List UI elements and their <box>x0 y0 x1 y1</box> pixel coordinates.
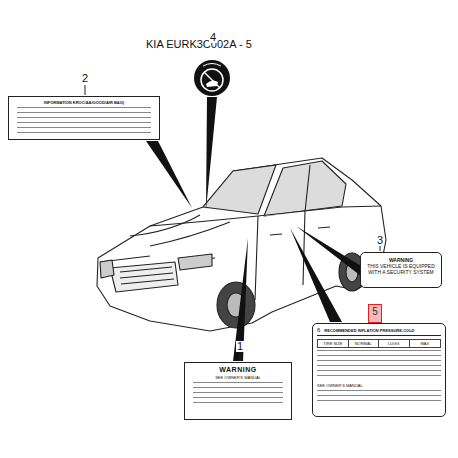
callout-number: 5 <box>369 305 381 319</box>
pressure-table: TIRE SIZENORMALLUGGMAX <box>317 339 441 348</box>
table-rows <box>317 350 441 380</box>
text-lines <box>317 390 441 401</box>
airbag-info-label: INFORMATION KROC/AA/GOOD/AIR BAG) <box>8 96 160 140</box>
callout-number: 3 <box>376 235 384 246</box>
label-number: 6 <box>317 327 320 333</box>
owner-manual-warning-label: WARNING SEE OWNER'S MANUAL <box>184 362 292 420</box>
label-heading: RECOMMENDED INFLATION PRESSURE-COLD <box>324 328 414 333</box>
tire-pressure-label: 6 RECOMMENDED INFLATION PRESSURE-COLD TIRE… <box>312 323 446 417</box>
label-note: SEE OWNER'S MANUAL <box>317 383 441 388</box>
callout-number: 4 <box>209 32 217 43</box>
table-cell: LUGG <box>379 340 410 347</box>
table-cell: TIRE SIZE <box>318 340 349 347</box>
warning-heading: WARNING <box>189 366 287 373</box>
warning-heading: WARNING <box>364 257 438 263</box>
callout-number-highlight: 5 <box>368 304 382 323</box>
callout-number: 2 <box>81 73 89 84</box>
warning-text: SEE OWNER'S MANUAL <box>189 375 287 380</box>
label-header: 6 RECOMMENDED INFLATION PRESSURE-COLD <box>317 327 441 336</box>
callout-number: 1 <box>236 341 244 352</box>
diagram-title: KIA EURK3C002A - 5 <box>146 38 252 50</box>
table-cell: MAX <box>410 340 441 347</box>
label-heading: INFORMATION KROC/AA/GOOD/AIR BAG) <box>13 100 155 105</box>
text-lines <box>193 382 283 403</box>
security-warning-label: WARNINGTHIS VEHICLE IS EQUIPPED WITH A S… <box>360 252 442 288</box>
table-cell: NORMAL <box>349 340 380 347</box>
text-lines <box>17 107 151 133</box>
warning-text: THIS VEHICLE IS EQUIPPED WITH A SECURITY… <box>364 263 438 275</box>
